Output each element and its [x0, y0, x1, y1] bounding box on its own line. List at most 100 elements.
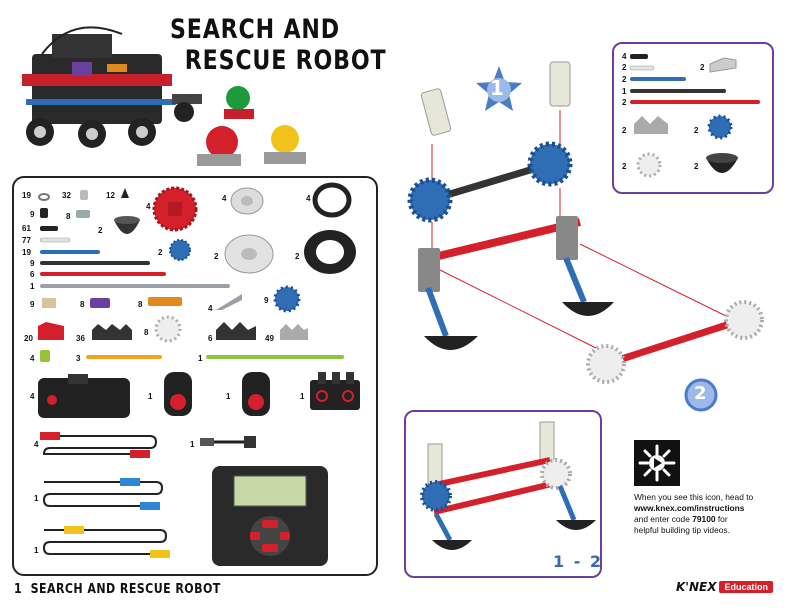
part-qty: 9 — [264, 296, 268, 305]
battery-pack-icon — [310, 372, 360, 416]
info-line-1: When you see this icon, head to — [634, 492, 784, 503]
white-star-connector-icon — [634, 152, 664, 178]
gray-star-bracket-icon — [280, 322, 308, 340]
knex-logo-text: K'NEX — [676, 580, 716, 594]
education-badge: Education — [719, 581, 773, 593]
tan-connector-icon — [42, 298, 56, 308]
part-qty: 49 — [265, 334, 274, 343]
part-qty: 8 — [80, 300, 84, 309]
page-number: 1 — [14, 582, 22, 597]
part-qty: 2 — [214, 252, 218, 261]
white-rod-icon — [40, 238, 70, 244]
red-rod-icon — [630, 100, 760, 105]
red-rod-icon — [40, 272, 166, 278]
gray-rod-icon — [40, 284, 230, 290]
pulley-wheel-icon — [230, 186, 264, 216]
video-tip-text: When you see this icon, head to www.knex… — [634, 492, 784, 536]
motor-hub-2-icon — [236, 372, 276, 416]
part-qty: 1 — [148, 392, 152, 401]
part-qty: 1 — [34, 546, 38, 555]
connector-ring-icon — [38, 192, 50, 202]
info-line-3-post: for — [716, 514, 728, 524]
info-line-3-pre: and enter code — [634, 514, 692, 524]
instructions-link[interactable]: www.knex.com/instructions — [634, 503, 744, 513]
part-qty: 1 — [198, 354, 202, 363]
result-step-label: 1 - 2 — [553, 552, 603, 571]
step-part-qty: 2 — [622, 126, 626, 135]
black-connector-icon — [120, 188, 130, 202]
part-qty: 1 — [34, 494, 38, 503]
black-rod-icon — [40, 226, 58, 232]
step-part-qty: 2 — [622, 75, 626, 84]
usb-cable-icon — [200, 432, 260, 452]
part-qty: 77 — [22, 236, 31, 245]
red-cable-icon — [40, 430, 160, 460]
blue-rod-icon — [630, 77, 686, 82]
video-tip-icon — [634, 440, 680, 486]
dish-icon — [704, 150, 740, 182]
step-part-qty: 2 — [694, 162, 698, 171]
blue-gear-icon — [168, 238, 192, 262]
part-qty: 9 — [30, 300, 34, 309]
orange-connector-icon — [148, 297, 182, 307]
part-qty: 8 — [66, 212, 70, 221]
brand-logo: K'NEX Education — [676, 580, 773, 594]
part-qty: 2 — [98, 226, 102, 235]
step-part-qty: 2 — [622, 98, 626, 107]
part-qty: 19 — [22, 191, 31, 200]
blue-cable-icon — [40, 476, 166, 512]
motor-hub-icon — [158, 372, 198, 416]
blue-star-connector-icon — [272, 286, 302, 312]
part-qty: 1 — [190, 440, 194, 449]
part-qty: 8 — [138, 300, 142, 309]
white-rod-icon — [630, 66, 654, 71]
part-qty: 8 — [144, 328, 148, 337]
step-part-qty: 1 — [622, 87, 626, 96]
part-qty: 4 — [30, 392, 34, 401]
part-qty: 3 — [76, 354, 80, 363]
robot-preview-image — [12, 14, 312, 174]
part-qty: 19 — [22, 248, 31, 257]
footer-title: SEARCH AND RESCUE ROBOT — [31, 582, 221, 597]
part-qty: 9 — [30, 210, 34, 219]
black-piece-icon — [40, 208, 48, 218]
step-2-number: 2 — [694, 383, 707, 404]
part-qty: 4 — [222, 194, 226, 203]
black-connector-row-icon — [92, 324, 132, 340]
part-qty: 32 — [62, 191, 71, 200]
dark-rod-icon — [630, 89, 726, 94]
gray-bracket-icon — [216, 294, 242, 310]
dish-icon — [112, 214, 142, 242]
part-qty: 6 — [208, 334, 212, 343]
part-qty: 1 — [300, 392, 304, 401]
part-qty: 61 — [22, 224, 31, 233]
gray-clip-icon — [710, 58, 736, 72]
part-qty: 1 — [30, 282, 34, 291]
blue-rod-icon — [40, 250, 100, 256]
instruction-code: 79100 — [692, 514, 715, 524]
blue-star-connector-icon — [704, 114, 736, 140]
part-qty: 4 — [208, 304, 212, 313]
tire-icon — [302, 228, 358, 276]
part-qty: 6 — [30, 270, 34, 279]
part-qty: 20 — [24, 334, 33, 343]
part-qty: 4 — [146, 202, 150, 211]
large-pulley-icon — [224, 234, 274, 274]
rubber-ring-icon — [313, 182, 351, 218]
step-part-qty: 2 — [694, 126, 698, 135]
yellow-rod-icon — [86, 355, 162, 361]
black-bracket-icon — [216, 322, 256, 340]
step-1-2-result-illustration — [410, 416, 596, 556]
step-part-qty: 4 — [622, 52, 626, 61]
motor-icon — [38, 374, 130, 418]
green-connector-icon — [40, 350, 50, 362]
part-qty: 2 — [158, 248, 162, 257]
info-line-4: helpful building tip videos. — [634, 525, 784, 536]
green-rod-icon — [206, 355, 344, 361]
controller-brick-icon — [212, 466, 328, 566]
step-part-qty: 2 — [622, 63, 626, 72]
part-qty: 4 — [306, 194, 310, 203]
step-part-qty: 2 — [622, 162, 626, 171]
part-qty: 36 — [76, 334, 85, 343]
gray-connector-icon — [76, 210, 90, 218]
